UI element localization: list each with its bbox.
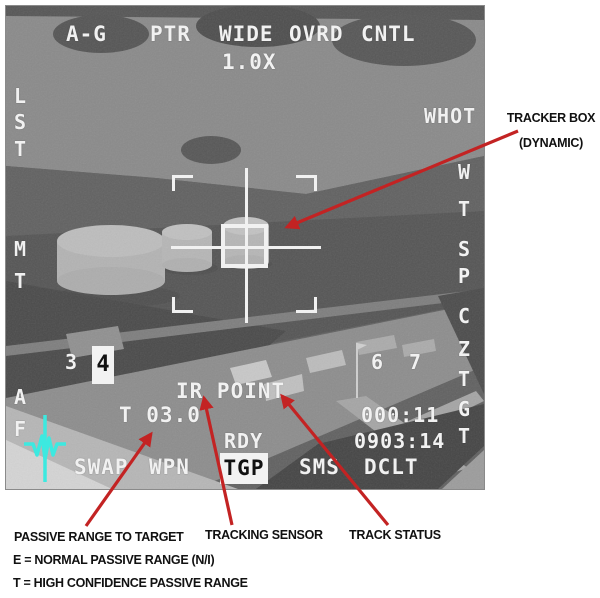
fov-bracket-top-left xyxy=(172,175,193,191)
crosshair-horizontal-line xyxy=(171,246,321,249)
fov-bracket-top-right xyxy=(296,175,317,191)
callout-tracking-sensor: TRACKING SENSOR xyxy=(205,528,323,542)
osb-tgt-t[interactable]: T xyxy=(458,367,472,391)
osb-wpn[interactable]: WPN xyxy=(149,455,190,479)
osb-tgt-t2[interactable]: T xyxy=(458,424,472,448)
crosshair-vertical-line xyxy=(245,168,248,323)
fov-bracket-bottom-left xyxy=(172,297,193,313)
osb-tgp-selected[interactable]: TGP xyxy=(220,453,268,484)
osb-ptr[interactable]: PTR xyxy=(150,22,191,46)
osb-cz-z[interactable]: Z xyxy=(458,337,472,361)
osb-sms[interactable]: SMS xyxy=(299,455,340,479)
zoom-level: 1.0X xyxy=(222,50,277,74)
laser-pulse-icon xyxy=(24,415,66,482)
passive-range-value: T 03.0 xyxy=(119,403,201,427)
osb-sp-p[interactable]: P xyxy=(458,264,472,288)
steerpoint-7[interactable]: 7 xyxy=(409,350,423,374)
steerpoint-4-selected[interactable]: 4 xyxy=(92,346,114,384)
tracker-box xyxy=(221,224,268,268)
osb-lst-t[interactable]: T xyxy=(14,137,28,161)
osb-mt-m[interactable]: M xyxy=(14,237,28,261)
osb-fov-wide[interactable]: WIDE xyxy=(219,22,274,46)
system-time: 0903:14 xyxy=(354,429,446,453)
osb-wt-t[interactable]: T xyxy=(458,197,472,221)
osb-tgt-g[interactable]: G xyxy=(458,397,472,421)
steerpoint-6[interactable]: 6 xyxy=(371,350,385,374)
laser-ready-status: RDY xyxy=(224,429,264,453)
osb-cntl[interactable]: CNTL xyxy=(361,22,416,46)
osb-polarity-whot[interactable]: WHOT xyxy=(424,104,477,128)
osb-master-mode[interactable]: A-G xyxy=(66,22,107,46)
steerpoint-3[interactable]: 3 xyxy=(65,350,79,374)
callout-passive-range-t: T = HIGH CONFIDENCE PASSIVE RANGE xyxy=(13,576,248,590)
osb-swap[interactable]: SWAP xyxy=(74,455,129,479)
osb-lst-l[interactable]: L xyxy=(14,84,28,108)
callout-track-status: TRACK STATUS xyxy=(349,528,441,542)
callout-tracker-box-line1: TRACKER BOX xyxy=(506,111,596,125)
osb-sp-s[interactable]: S xyxy=(458,237,472,261)
time-to-go: 000:11 xyxy=(361,403,440,427)
osb-mt-t[interactable]: T xyxy=(14,269,28,293)
callout-passive-range-title: PASSIVE RANGE TO TARGET xyxy=(14,530,184,544)
callout-passive-range-e: E = NORMAL PASSIVE RANGE (N/I) xyxy=(13,553,215,567)
osb-lst-s[interactable]: S xyxy=(14,110,28,134)
osb-ovrd[interactable]: OVRD xyxy=(289,22,344,46)
callout-tracker-box-line2: (DYNAMIC) xyxy=(519,136,583,150)
osb-af-a[interactable]: A xyxy=(14,385,28,409)
osb-dclt[interactable]: DCLT xyxy=(364,455,419,479)
osb-af-f[interactable]: F xyxy=(14,417,28,441)
osb-wt-w[interactable]: W xyxy=(458,160,472,184)
track-mode-status: IR POINT xyxy=(176,379,286,403)
tgp-display: A-G PTR WIDE OVRD CNTL 1.0X L S T M T A … xyxy=(5,5,485,490)
fov-bracket-bottom-right xyxy=(296,297,317,313)
osb-cz-c[interactable]: C xyxy=(458,304,472,328)
